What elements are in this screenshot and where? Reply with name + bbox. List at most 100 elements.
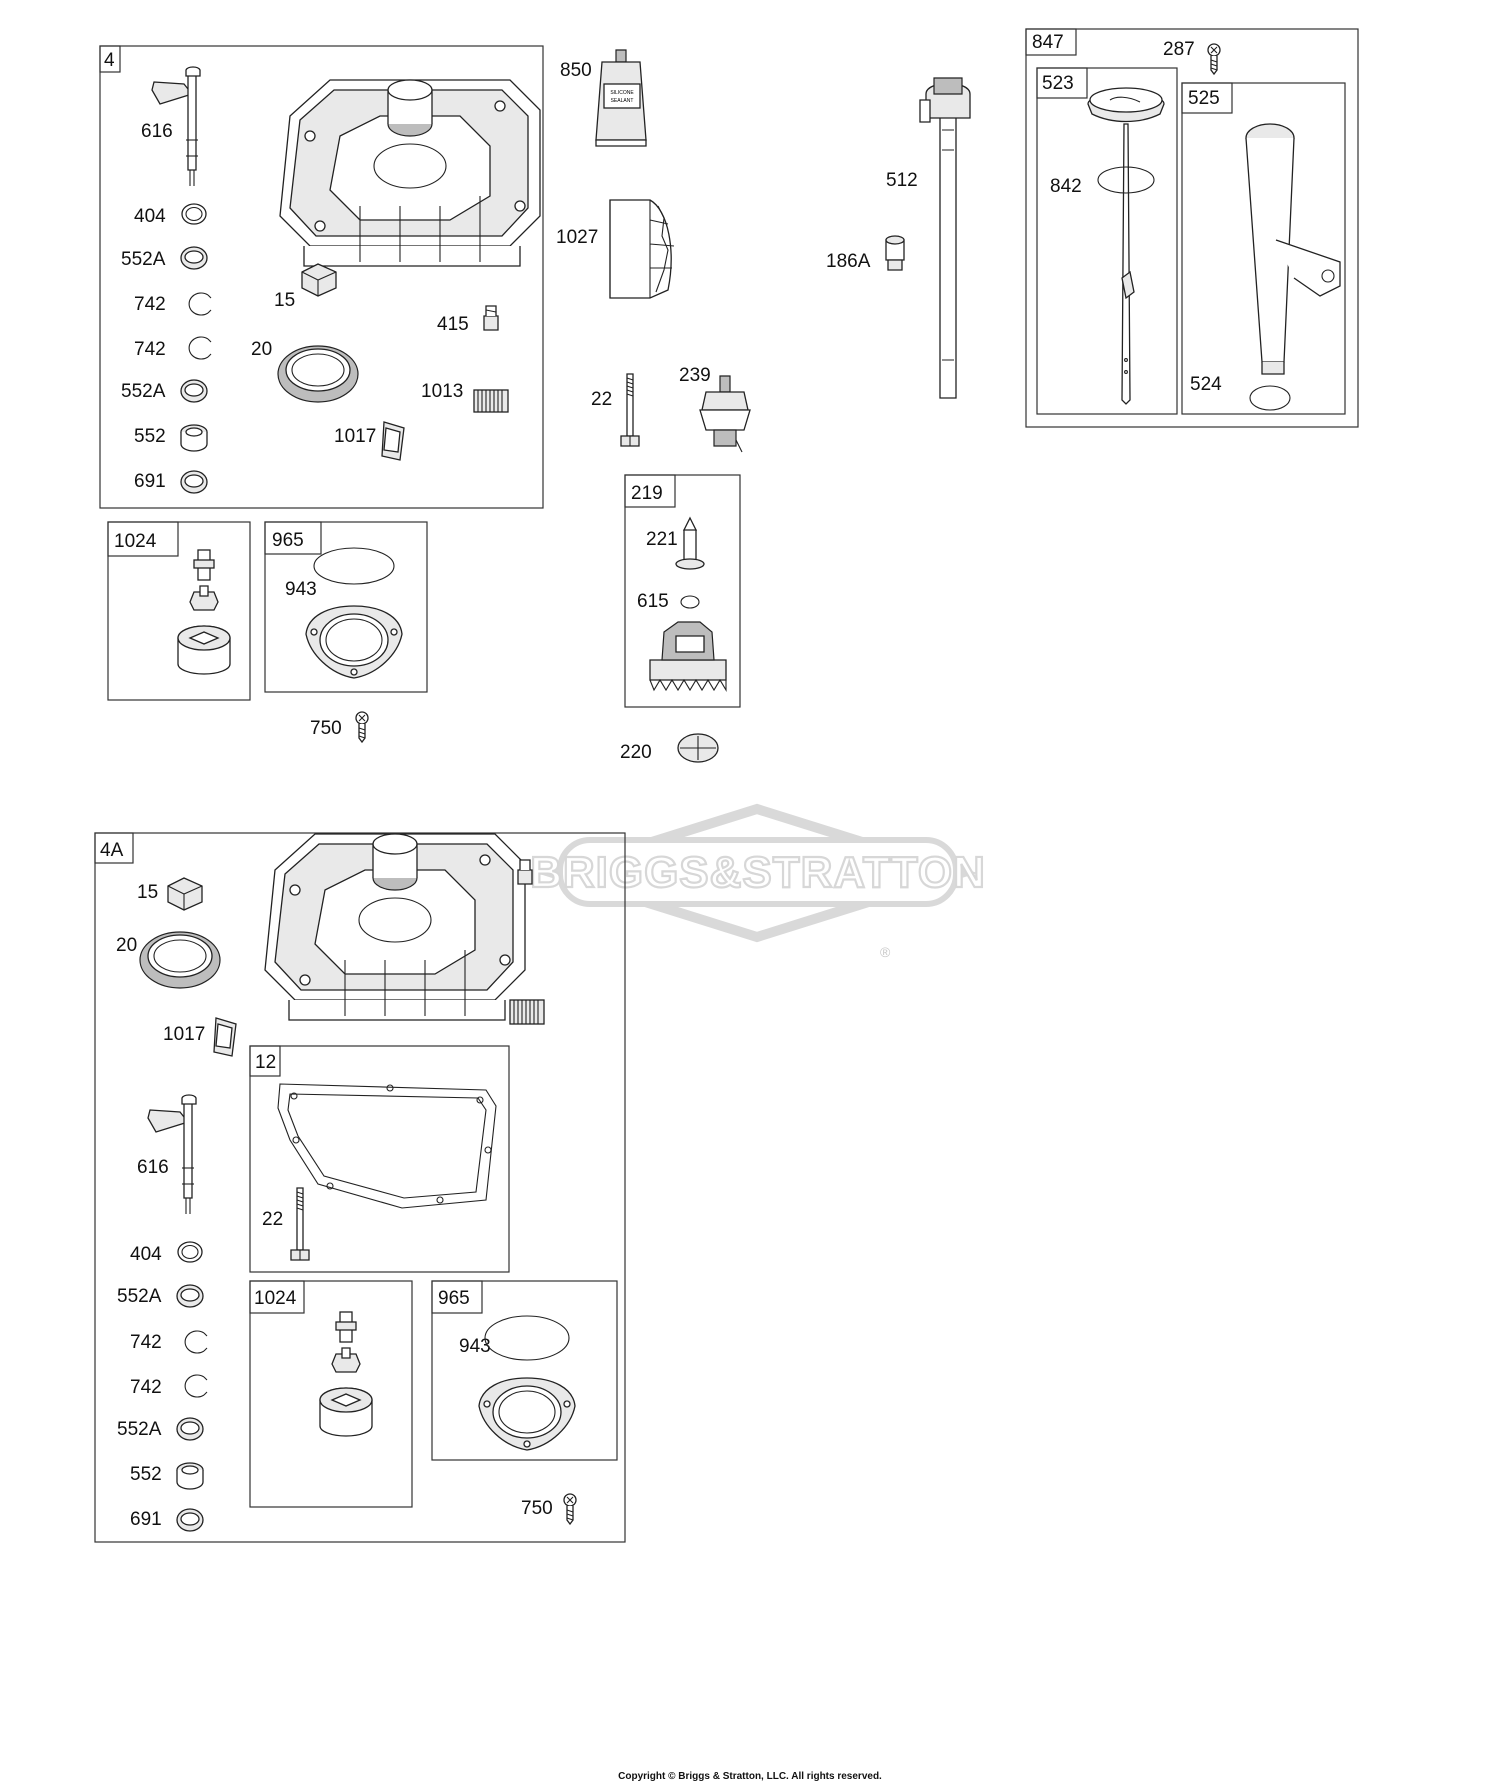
group-labels: 4 1024 965 219 847 523 525 4A 12 1024 96… <box>100 32 1220 1309</box>
ring-404b <box>177 1241 203 1263</box>
group-525-frame <box>1181 82 1346 415</box>
governor-gear-219 <box>649 621 727 692</box>
group-label-525: 525 <box>1188 88 1220 109</box>
callout-850: 850 <box>560 60 592 81</box>
callout-20b: 20 <box>116 935 137 956</box>
callout-221: 221 <box>646 529 678 550</box>
callout-552a: 552 <box>134 426 166 447</box>
sealant-label-1: SILICONE <box>610 90 634 96</box>
group-4A-frame <box>94 832 626 1543</box>
filter-1024b <box>319 1311 373 1437</box>
watermark-text: BRIGGS&STRATTON <box>530 848 986 897</box>
group-label-1024b: 1024 <box>254 1288 297 1309</box>
clip-742a1 <box>188 292 212 316</box>
callout-616b: 616 <box>137 1157 169 1178</box>
cover-plate-965a <box>305 605 403 679</box>
callout-22a: 22 <box>591 389 612 410</box>
dipstick-tube-525 <box>1245 123 1341 375</box>
callout-1017b: 1017 <box>163 1024 205 1045</box>
brand-watermark: BRIGGS&STRATTON ® <box>529 803 986 960</box>
dipstick-523 <box>1087 87 1165 405</box>
callout-691a: 691 <box>134 471 166 492</box>
callout-842: 842 <box>1050 176 1082 197</box>
group-965a-parts <box>305 547 403 679</box>
valve-1017b <box>213 1017 237 1057</box>
group-219-frame <box>624 474 741 708</box>
callout-524: 524 <box>1190 374 1222 395</box>
seal-552Ab1 <box>176 1284 204 1308</box>
oil-pressure-switch-239 <box>699 375 751 453</box>
group-1024a-parts <box>177 549 231 675</box>
bushing-552a <box>180 424 208 452</box>
group-label-847: 847 <box>1032 32 1064 53</box>
ring-404a <box>181 203 207 225</box>
clip-742b2 <box>184 1374 208 1398</box>
callout-742b2: 742 <box>130 1377 162 1398</box>
copyright-notice: Copyright © Briggs & Stratton, LLC. All … <box>618 1771 882 1782</box>
group-523-frame <box>1036 67 1178 415</box>
seal-552Aa1 <box>180 246 208 270</box>
callout-512: 512 <box>886 170 918 191</box>
o-ring-943a <box>313 547 395 585</box>
o-ring-842 <box>1097 166 1155 194</box>
group-label-4: 4 <box>104 50 115 71</box>
group-label-4A: 4A <box>100 840 124 861</box>
group-847-frame <box>1025 28 1359 428</box>
pin-221 <box>675 516 705 570</box>
callout-943a: 943 <box>285 579 317 600</box>
callout-404a: 404 <box>134 206 166 227</box>
callout-691b: 691 <box>130 1509 162 1530</box>
group-frames <box>94 28 1359 1543</box>
crankcase-cover-4A <box>264 833 526 1021</box>
dipstick-tube-512 <box>919 77 971 399</box>
bolt-22b <box>290 1187 310 1261</box>
group-4-parts <box>151 66 541 494</box>
group-4-frame <box>99 45 544 509</box>
callout-20a: 20 <box>251 339 272 360</box>
group-label-965a: 965 <box>272 530 304 551</box>
group-label-219: 219 <box>631 483 663 504</box>
screen-1013b <box>509 999 545 1025</box>
governor-shaft-616b <box>147 1094 197 1215</box>
group-label-965b: 965 <box>438 1288 470 1309</box>
seal-552Ab2 <box>176 1417 204 1441</box>
group-label-1024a: 1024 <box>114 531 157 552</box>
callout-labels: 616 404 552A 742 742 552A 552 691 15 20 … <box>116 39 1222 1530</box>
o-ring-524 <box>1249 385 1291 411</box>
watermark-registered: ® <box>880 944 891 960</box>
callout-552Ab2: 552A <box>117 1419 162 1440</box>
callout-1013a: 1013 <box>421 381 463 402</box>
group-label-12: 12 <box>255 1052 276 1073</box>
group-1024b-frame <box>249 1280 413 1508</box>
callout-186A: 186A <box>826 251 871 272</box>
screw-287 <box>1207 43 1221 75</box>
callout-552Aa2: 552A <box>121 381 166 402</box>
screw-750a <box>355 711 369 743</box>
crankcase-cover-4 <box>279 79 541 267</box>
seal-691a <box>180 470 208 494</box>
callout-22b: 22 <box>262 1209 283 1230</box>
plug-15b <box>167 877 203 911</box>
callout-220: 220 <box>620 742 652 763</box>
cover-plate-965b <box>478 1377 576 1451</box>
sealant-label-2: SEALANT <box>611 98 634 104</box>
oil-seal-20b <box>139 931 221 989</box>
group-label-523: 523 <box>1042 73 1074 94</box>
callout-552Ab1: 552A <box>117 1286 162 1307</box>
oil-filter-1027 <box>609 199 675 299</box>
clip-742a2 <box>188 336 212 360</box>
fitting-415b <box>517 859 533 885</box>
oil-seal-20a <box>277 345 359 403</box>
bushing-552b <box>176 1462 204 1490</box>
callout-615: 615 <box>637 591 669 612</box>
callout-15a: 15 <box>274 290 295 311</box>
group-965b-frame <box>431 1280 618 1461</box>
ring-615 <box>680 595 700 609</box>
callout-552Aa1: 552A <box>121 249 166 270</box>
clip-742b1 <box>184 1330 208 1354</box>
callout-552b: 552 <box>130 1464 162 1485</box>
callout-616a: 616 <box>141 121 173 142</box>
group-965a-frame <box>264 521 428 693</box>
callout-15b: 15 <box>137 882 158 903</box>
